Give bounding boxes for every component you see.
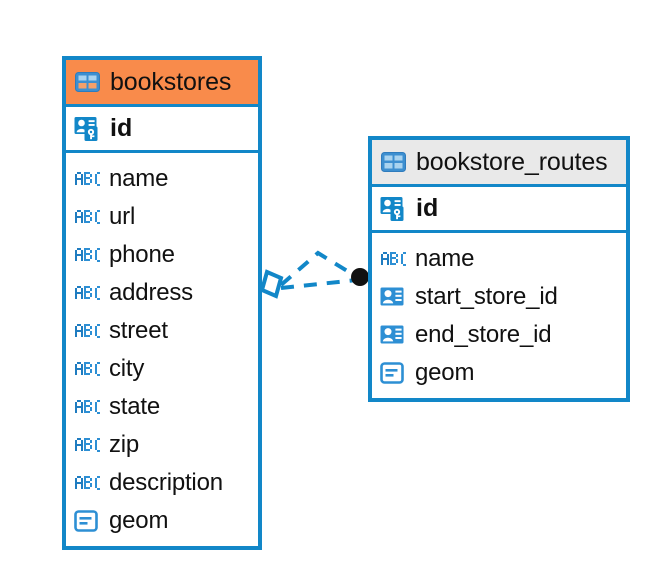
field-label: url (109, 203, 136, 230)
field-label: name (415, 245, 475, 272)
primary-key-row[interactable]: id (66, 107, 258, 153)
primary-key-icon (380, 196, 407, 222)
field-label: geom (109, 507, 169, 534)
field-row[interactable]: address (66, 274, 258, 312)
relationship-line-lower (280, 278, 358, 290)
diamond-endpoint (259, 269, 284, 299)
field-label: start_store_id (415, 283, 558, 310)
primary-key-icon (74, 116, 101, 142)
field-row[interactable]: description (66, 464, 258, 502)
primary-key-row[interactable]: id (372, 187, 626, 233)
field-label: street (109, 317, 168, 344)
relationship-line-upper (279, 250, 359, 287)
field-label: zip (109, 431, 140, 458)
field-row[interactable]: geom (66, 502, 258, 540)
field-label: address (109, 279, 193, 306)
entity-title: bookstore_routes (416, 147, 608, 176)
entity-header[interactable]: bookstores (66, 60, 258, 107)
field-row[interactable]: geom (372, 354, 626, 392)
primary-key-label: id (416, 194, 439, 222)
text-abc-icon (74, 171, 100, 187)
filled-circle-endpoint (351, 268, 369, 286)
field-row[interactable]: zip (66, 426, 258, 464)
field-label: geom (415, 359, 475, 386)
field-row[interactable]: name (372, 240, 626, 278)
text-abc-icon (74, 399, 100, 415)
field-row[interactable]: url (66, 198, 258, 236)
text-abc-icon (74, 285, 100, 301)
field-row[interactable]: street (66, 312, 258, 350)
foreign-key-icon (380, 324, 406, 346)
text-abc-icon (74, 475, 100, 491)
field-row[interactable]: state (66, 388, 258, 426)
field-label: description (109, 469, 223, 496)
field-label: end_store_id (415, 321, 552, 348)
table-icon (380, 150, 407, 174)
field-row[interactable]: name (66, 160, 258, 198)
primary-key-label: id (110, 114, 133, 142)
text-abc-icon (74, 437, 100, 453)
field-row[interactable]: start_store_id (372, 278, 626, 316)
field-label: state (109, 393, 161, 420)
field-row[interactable]: city (66, 350, 258, 388)
entity-title: bookstores (110, 67, 232, 96)
field-row[interactable]: end_store_id (372, 316, 626, 354)
geometry-icon (380, 361, 406, 385)
field-label: city (109, 355, 145, 382)
field-row[interactable]: phone (66, 236, 258, 274)
text-abc-icon (74, 247, 100, 263)
entity-header[interactable]: bookstore_routes (372, 140, 626, 187)
text-abc-icon (74, 209, 100, 225)
field-list: name url phone address street city state zip des… (66, 153, 258, 546)
table-icon (74, 70, 101, 94)
foreign-key-icon (380, 286, 406, 308)
text-abc-icon (380, 251, 406, 267)
field-label: phone (109, 241, 175, 268)
field-label: name (109, 165, 169, 192)
text-abc-icon (74, 361, 100, 377)
geometry-icon (74, 509, 100, 533)
text-abc-icon (74, 323, 100, 339)
